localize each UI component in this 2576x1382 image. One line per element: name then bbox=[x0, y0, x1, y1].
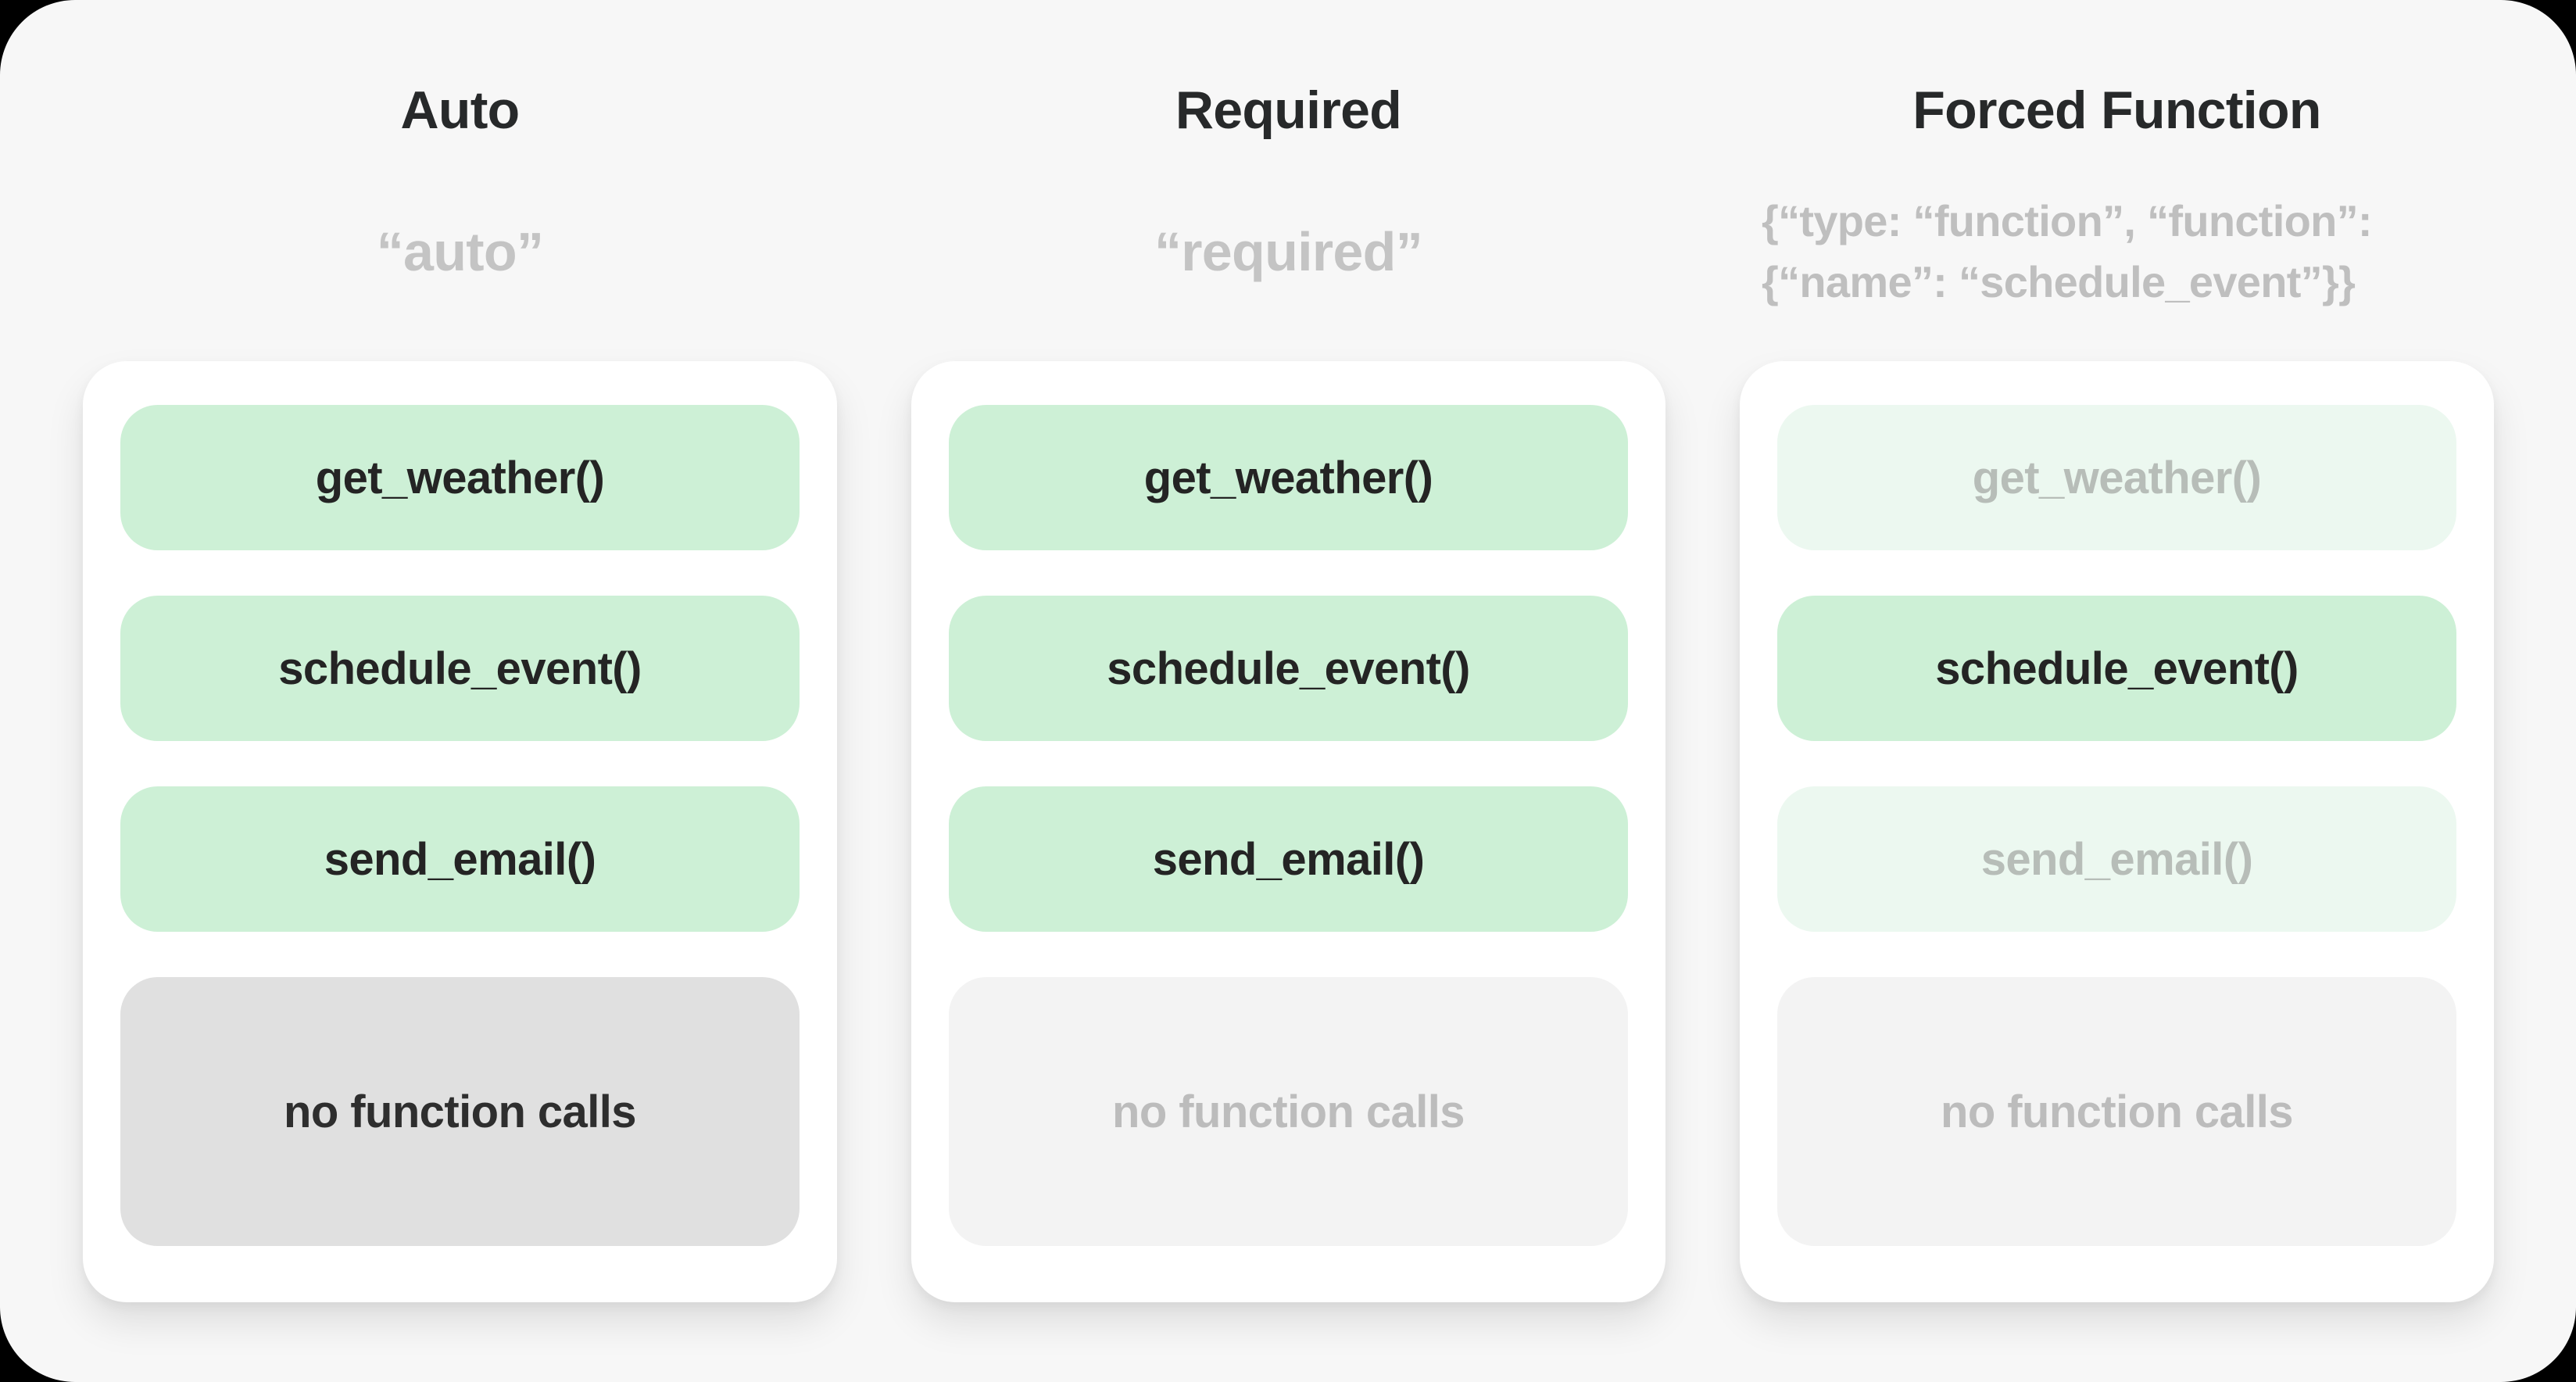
auto-title: Auto bbox=[400, 81, 520, 140]
forced-function-functions-card: get_weather() schedule_event() send_emai… bbox=[1740, 361, 2494, 1302]
required-get-weather-pill: get_weather() bbox=[949, 405, 1628, 550]
column-auto: Auto “auto” get_weather() schedule_event… bbox=[83, 0, 837, 1382]
required-schedule-event-pill: schedule_event() bbox=[949, 596, 1628, 741]
auto-get-weather-pill: get_weather() bbox=[120, 405, 800, 550]
auto-schedule-event-pill: schedule_event() bbox=[120, 596, 800, 741]
column-required: Required “required” get_weather() schedu… bbox=[911, 0, 1665, 1382]
required-title: Required bbox=[1175, 81, 1402, 140]
required-tool-choice-value: “required” bbox=[911, 142, 1665, 361]
forced-schedule-event-pill: schedule_event() bbox=[1777, 596, 2456, 741]
forced-no-function-calls-pill: no function calls bbox=[1777, 977, 2456, 1246]
forced-function-title: Forced Function bbox=[1912, 81, 2321, 140]
auto-no-function-calls-pill: no function calls bbox=[120, 977, 800, 1246]
json-snippet-line-1: {“type: “function”, “function”: bbox=[1762, 196, 2373, 245]
forced-get-weather-pill: get_weather() bbox=[1777, 405, 2456, 550]
auto-send-email-pill: send_email() bbox=[120, 786, 800, 932]
column-forced-function: Forced Function {“type: “function”, “fun… bbox=[1740, 0, 2494, 1382]
required-subtitle-text: “required” bbox=[1154, 221, 1423, 282]
required-send-email-pill: send_email() bbox=[949, 786, 1628, 932]
auto-tool-choice-value: “auto” bbox=[83, 142, 837, 361]
forced-send-email-pill: send_email() bbox=[1777, 786, 2456, 932]
auto-subtitle-text: “auto” bbox=[376, 221, 544, 282]
json-snippet-line-2: {“name”: “schedule_event”}} bbox=[1762, 257, 2356, 306]
forced-function-tool-choice-value: {“type: “function”, “function”: {“name”:… bbox=[1740, 142, 2494, 361]
forced-function-json-snippet: {“type: “function”, “function”: {“name”:… bbox=[1762, 191, 2373, 313]
required-no-function-calls-pill: no function calls bbox=[949, 977, 1628, 1246]
auto-functions-card: get_weather() schedule_event() send_emai… bbox=[83, 361, 837, 1302]
required-functions-card: get_weather() schedule_event() send_emai… bbox=[911, 361, 1665, 1302]
